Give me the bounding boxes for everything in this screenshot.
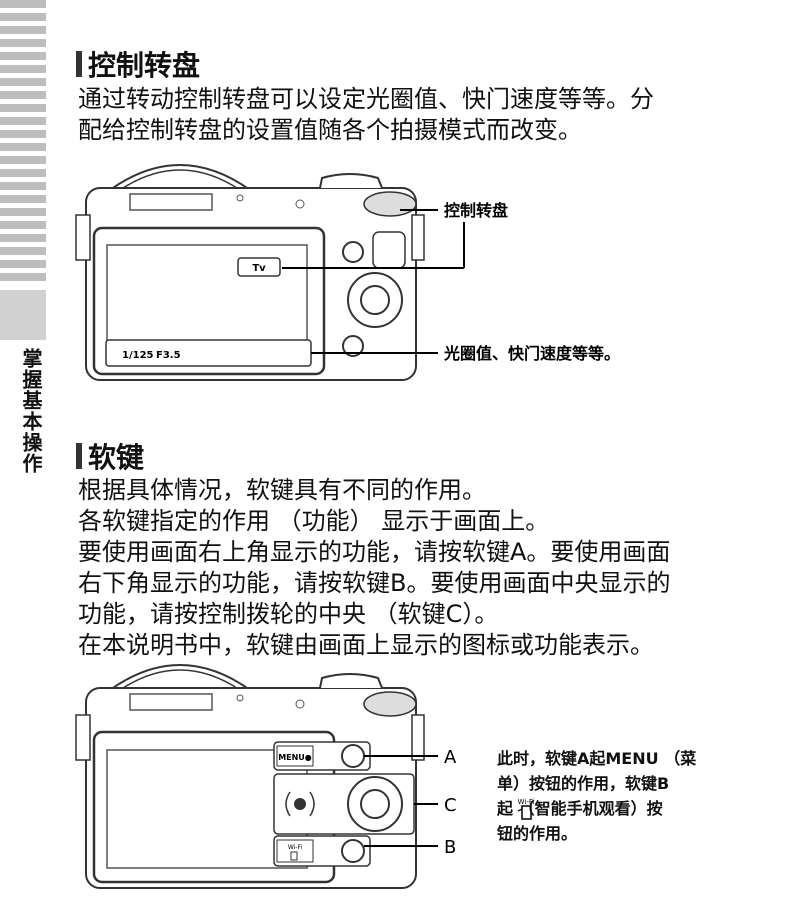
section2-title: 软键 (88, 441, 145, 474)
smartphone-view-icon: Wi-Fi (518, 798, 535, 820)
sidebar-section-label: 掌握基本操作 (19, 348, 43, 474)
menu-softkey-label: MENU● (278, 753, 312, 762)
body-line: 在本说明书中，软键由画面上显示的图标或功能表示。 (78, 631, 654, 659)
soft-key-b (341, 839, 365, 863)
body-line: 要使用画面右上角显示的功能，请按软键A。要使用画面 (78, 538, 671, 566)
wifi-softkey-label: Wi-Fi (288, 844, 303, 851)
section1-title: 控制转盘 (88, 49, 201, 82)
sidebar-tab (0, 290, 46, 340)
callout-key-a: A (444, 747, 457, 768)
note-line: 起 （智能手机观看）按 (497, 799, 663, 818)
title-bar-icon (76, 51, 82, 77)
body-line: 功能，请按控制拨轮的中央 （软键C）。 (78, 600, 499, 628)
body-line: 根据具体情况，软键具有不同的作用。 (78, 476, 486, 504)
body-line: 各软键指定的作用 （功能） 显示于画面上。 (78, 507, 550, 535)
callout-key-b: B (444, 837, 456, 858)
section-title-soft-keys: 软键 (76, 436, 144, 476)
note-line: 此时，软键A起MENU （菜 (497, 749, 697, 768)
callout-values: 光圈值、快门速度等等。 (443, 344, 620, 363)
screen-mode-text: Tv (252, 263, 266, 274)
section-title-control-dial: 控制转盘 (76, 44, 200, 84)
body-line: 右下角显示的功能，请按软键B。要使用画面中央显示的 (78, 569, 671, 597)
title-bar-icon (76, 443, 82, 469)
section2-body: 根据具体情况，软键具有不同的作用。 各软键指定的作用 （功能） 显示于画面上。 … (78, 475, 718, 661)
smartphone-icon (290, 851, 298, 861)
sidebar-stripes (0, 0, 46, 282)
note-line: 单）按钮的作用，软键B (497, 774, 670, 793)
svg-text:Wi-Fi: Wi-Fi (518, 798, 535, 806)
camera-figure-dial: Tv 1/125 F3.5 控制转盘 光圈值、快门速度等等。 (75, 164, 620, 381)
callout-key-c: C (444, 795, 457, 816)
body-line: 配给控制转盘的设置值随各个拍摄模式而改变。 (78, 116, 582, 144)
screen-aperture-text: F3.5 (156, 350, 181, 361)
body-line: 通过转动控制转盘可以设定光圈值、快门速度等等。分 (78, 85, 654, 113)
note-line: 钮的作用。 (497, 824, 578, 843)
soft-key-c-icon (294, 798, 306, 810)
section1-body: 通过转动控制转盘可以设定光圈值、快门速度等等。分 配给控制转盘的设置值随各个拍摄… (78, 84, 718, 146)
soft-key-note: 此时，软键A起MENU （菜 单）按钮的作用，软键B 起 （智能手机观看）按 钮… (497, 746, 717, 846)
soft-key-a (341, 744, 365, 768)
callout-control-dial: 控制转盘 (444, 201, 508, 220)
screen-shutter-text: 1/125 (122, 350, 154, 361)
camera-figure-soft-keys: MENU● Wi-Fi A C B (75, 664, 457, 889)
